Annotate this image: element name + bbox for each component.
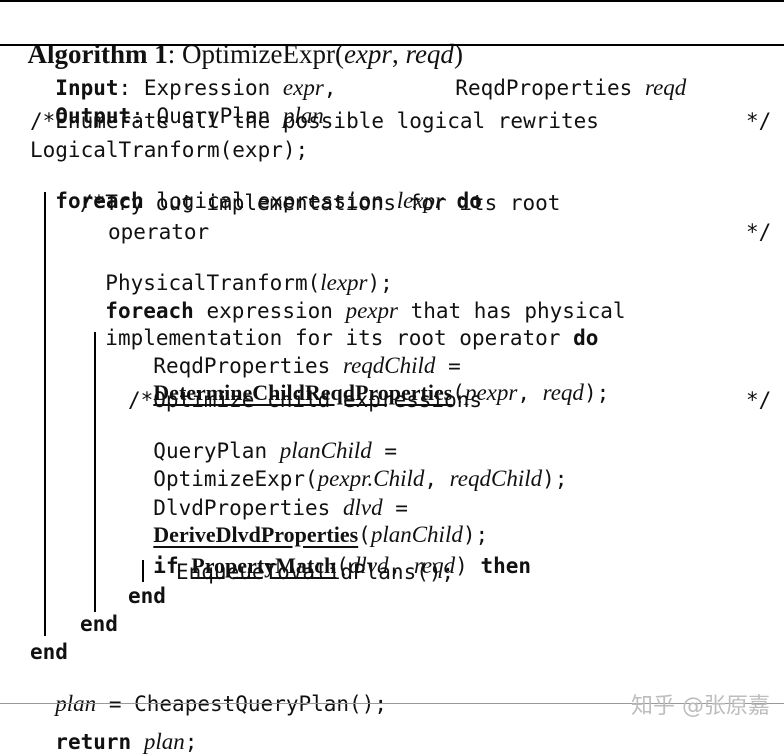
dlvd-arg: planChild xyxy=(370,522,463,547)
plan-child-var: planChild xyxy=(279,438,372,463)
watermark: 知乎 @张原嘉 xyxy=(631,694,770,719)
output-var: plan xyxy=(282,103,324,128)
reqd-child-close: ); xyxy=(583,381,610,405)
end-if-keyword: end xyxy=(128,584,166,608)
dlvd-eq: = xyxy=(395,496,408,520)
end-inner-foreach-keyword: end xyxy=(80,612,118,636)
reqd-child-type: ReqdProperties xyxy=(153,354,331,378)
separator-rule xyxy=(0,703,784,704)
return-var: plan xyxy=(143,729,185,754)
foreach-logical-line: foreach logical expression lexpr do xyxy=(30,168,482,212)
if-block-bar xyxy=(142,560,144,582)
if-arg2: reqd xyxy=(413,553,456,578)
foreach-do-keyword-2: do xyxy=(573,326,599,350)
foreach-do-keyword: do xyxy=(456,189,482,213)
foreach-logical-text: logical expression xyxy=(156,189,385,213)
input-type1: Expression xyxy=(143,76,271,100)
foreach-physical-line: foreach expression pexpr that has physic… xyxy=(80,278,626,323)
dlvd-line-2: DeriveDlvdProperties(planChild); xyxy=(128,502,488,546)
if-open: ( xyxy=(336,554,349,578)
dlvd-open: ( xyxy=(358,523,371,547)
reqd-child-eq: = xyxy=(448,354,461,378)
title-rule xyxy=(0,44,784,46)
end-outer-foreach-keyword: end xyxy=(30,640,68,664)
input-colon: : xyxy=(118,76,132,100)
reqd-child-var: reqdChild xyxy=(342,353,436,378)
if-arg1: dlvd xyxy=(348,553,389,578)
dlvd-line: DlvdProperties dlvd = xyxy=(128,475,408,519)
dlvd-type: DlvdProperties xyxy=(153,496,331,520)
comment-optimize-child: /*Optimize child expressions xyxy=(128,388,483,412)
input-comma: , xyxy=(323,76,337,100)
dlvd-var: dlvd xyxy=(342,495,383,520)
foreach-physical-text3: implementation for its root operator xyxy=(105,326,561,350)
input-line: Input: Expression expr, xyxy=(30,55,336,99)
plan-child-arg2: reqdChild xyxy=(449,466,543,491)
physical-transform-arg: lexpr xyxy=(320,270,368,295)
plan-assign-rest: = CheapestQueryPlan(); xyxy=(96,692,387,716)
determine-child-reqd-properties-fn: DetermineChildReqdProperties xyxy=(153,380,453,405)
plan-child-comma: , xyxy=(424,467,450,491)
output-colon: : xyxy=(131,104,144,128)
property-match-fn: PropertyMatch xyxy=(191,553,337,578)
physical-transform-close: ); xyxy=(367,271,393,295)
foreach-physical-line-2: implementation for its root operator do xyxy=(80,307,598,349)
algorithm-sep: : xyxy=(167,39,176,70)
top-rule xyxy=(0,0,784,2)
algorithm-comma: , xyxy=(391,39,406,70)
comment-try-out: /*Try out implementations for its root xyxy=(80,191,561,215)
reqd-child-line-2: DetermineChildReqdProperties(pexpr, reqd… xyxy=(128,360,609,404)
if-comma: , xyxy=(388,554,414,578)
input-keyword: Input xyxy=(55,76,119,100)
input-type2: ReqdProperties xyxy=(455,76,633,100)
comment-optimize-child-end: */ xyxy=(746,388,772,412)
plan-assign-line: plan = CheapestQueryPlan(); xyxy=(30,671,387,715)
return-line: return plan; xyxy=(30,709,197,753)
if-close: ) xyxy=(455,554,468,578)
return-semi: ; xyxy=(184,730,198,754)
enqueue-call: EnqueueToValidPlans(); xyxy=(176,560,455,584)
physical-transform-call: PhysicalTranform(lexpr); xyxy=(80,250,393,294)
output-line: Output: QueryPlan plan xyxy=(30,83,324,127)
plan-child-fn: OptimizeExpr( xyxy=(153,467,318,491)
reqd-child-arg2: reqd xyxy=(542,380,584,405)
foreach-logical-var: lexpr xyxy=(396,188,444,213)
foreach-physical-var: pexpr xyxy=(345,298,398,323)
plan-child-eq: = xyxy=(384,439,398,463)
plan-child-type: QueryPlan xyxy=(153,439,268,463)
comment-try-out-line2: operator xyxy=(108,220,210,244)
comment-try-out-end: */ xyxy=(746,220,772,244)
return-keyword: return xyxy=(55,730,132,754)
plan-child-line: QueryPlan planChild = xyxy=(128,418,397,462)
foreach-physical-text2: that has physical xyxy=(410,299,626,323)
output-keyword: Output xyxy=(55,104,132,128)
algorithm-close: ) xyxy=(453,39,463,70)
input-var1: expr xyxy=(282,75,324,100)
reqd-child-comma: , xyxy=(517,381,543,405)
dlvd-close: ); xyxy=(462,523,489,547)
input-line-2: ReqdProperties reqd xyxy=(430,55,686,99)
comment-enumerate-end: */ xyxy=(746,109,772,133)
foreach-logical-block-bar xyxy=(44,192,46,636)
foreach-keyword-2: foreach xyxy=(105,299,194,323)
input-var2: reqd xyxy=(644,75,687,100)
reqd-child-arg1: pexpr xyxy=(464,380,518,405)
output-type: QueryPlan xyxy=(156,104,271,128)
foreach-physical-text1: expression xyxy=(206,299,333,323)
reqd-child-open: ( xyxy=(452,381,465,405)
foreach-physical-block-bar xyxy=(94,332,96,612)
comment-enumerate: /*Enumerate all the possible logical rew… xyxy=(30,109,599,133)
plan-child-close: ); xyxy=(542,467,568,491)
then-keyword: then xyxy=(480,554,532,578)
physical-transform-name: PhysicalTranform( xyxy=(105,271,321,295)
reqd-child-line: ReqdProperties reqdChild = xyxy=(128,333,461,378)
foreach-keyword: foreach xyxy=(55,189,144,213)
derive-dlvd-properties-fn: DeriveDlvdProperties xyxy=(153,522,359,547)
if-keyword: if xyxy=(153,554,179,578)
plan-child-line-2: OptimizeExpr(pexpr.Child, reqdChild); xyxy=(128,446,567,490)
if-line: if PropertyMatch(dlvd, reqd) then xyxy=(128,533,531,577)
plan-child-arg1: pexpr.Child xyxy=(317,466,425,491)
logical-transform-call: LogicalTranform(expr); xyxy=(30,138,309,162)
